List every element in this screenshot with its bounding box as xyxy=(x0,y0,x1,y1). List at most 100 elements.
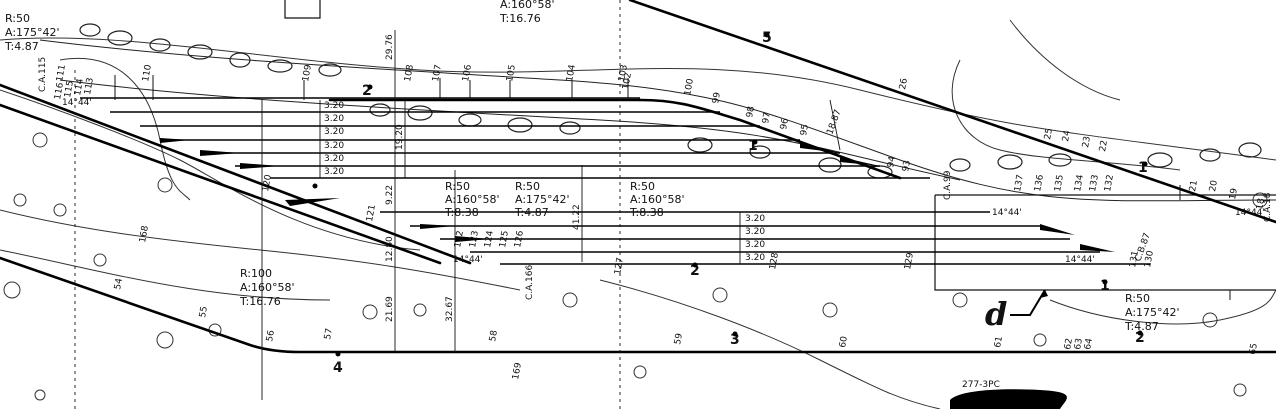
mark-1: 1 xyxy=(1138,160,1148,176)
rock-band xyxy=(39,23,1276,202)
mark-dots xyxy=(312,32,1148,357)
vegetation-symbols xyxy=(3,132,1268,401)
curve-7-a: A:175°42' xyxy=(1125,306,1180,319)
station-number: 56 xyxy=(265,329,277,342)
curve-label-2: A:160°58' T:16.76 xyxy=(499,0,555,25)
yard-tracks-upper xyxy=(80,97,930,179)
station-number: 127 xyxy=(613,257,626,276)
ca-label: C.A.18 xyxy=(1263,192,1273,222)
spacing-lower: 3.20 3.20 3.20 3.20 xyxy=(745,214,765,263)
ca-label: C.A.99 xyxy=(943,170,953,200)
curve-7-t: T:4.87 xyxy=(1124,320,1159,333)
dim-19: 19.20 xyxy=(395,124,405,150)
dim-21: 21.69 xyxy=(385,296,395,322)
curve-label-6: R:100 A:160°58' T:16.76 xyxy=(239,267,295,308)
station-number: 26 xyxy=(898,77,910,90)
station-number: 65 xyxy=(1248,343,1260,356)
curve-3-t: T:8.38 xyxy=(444,206,479,219)
curve-label-5: R:50 A:160°58' T:8.38 xyxy=(629,180,685,219)
station-number: 102 xyxy=(621,72,634,91)
station-number: 60 xyxy=(838,335,850,348)
station-number: 61 xyxy=(993,336,1005,349)
station-number: 57 xyxy=(323,328,335,341)
station-number: 22 xyxy=(1098,140,1110,153)
station-number: 136 xyxy=(1033,174,1046,193)
station-number: 128 xyxy=(768,252,781,271)
station-number: 54 xyxy=(113,277,125,290)
station-number: 120 xyxy=(261,174,274,193)
station-number: 168 xyxy=(138,225,151,244)
yard-tracks-lower xyxy=(380,211,1150,265)
dimension-lines xyxy=(74,0,841,409)
station-number: 59 xyxy=(673,332,685,345)
spacing-label: 3.20 xyxy=(745,227,765,237)
station-number: 98 xyxy=(745,105,757,118)
curve-5-r: R:50 xyxy=(630,180,655,193)
curve-1-a: A:175°42' xyxy=(5,26,60,39)
station-building xyxy=(284,0,1276,291)
station-number: 93 xyxy=(901,160,913,173)
spacing-label: 3.20 xyxy=(324,154,344,164)
station-ticks xyxy=(114,75,1231,300)
stamp: 277-3PC xyxy=(950,380,1067,409)
stamp-label: 277-3PC xyxy=(962,380,1000,390)
curve-5-t: T:8.38 xyxy=(629,206,664,219)
curve-6-t: T:16.76 xyxy=(239,295,281,308)
station-number: 113 xyxy=(83,77,96,96)
station-number: 116 xyxy=(53,82,66,101)
station-number: 129 xyxy=(903,252,916,271)
station-number: 137 xyxy=(1013,174,1026,193)
dim-9: 9.22 xyxy=(385,185,395,205)
station-number: 130 xyxy=(1143,250,1156,269)
dim-12: 12.80 xyxy=(385,236,395,262)
station-number: 114 xyxy=(73,78,86,97)
station-number: 95 xyxy=(799,124,811,137)
terrain-contours xyxy=(0,19,1276,409)
curve-3-r: R:50 xyxy=(445,180,470,193)
curve-1-r: R:50 xyxy=(5,12,30,25)
spacing-label: 3.20 xyxy=(745,214,765,224)
station-number: 121 xyxy=(365,204,378,223)
station-number: 122 xyxy=(453,230,466,249)
station-number: 134 xyxy=(1073,174,1086,193)
angle-label: 14°44' xyxy=(1235,208,1265,218)
station-number: 106 xyxy=(461,64,474,83)
spacing-label: 3.20 xyxy=(324,101,344,111)
mark-2: 2 xyxy=(362,83,372,99)
angle-label: 14°44' xyxy=(1065,255,1095,265)
spacing-label: 3.20 xyxy=(324,127,344,137)
curve-6-a: A:160°58' xyxy=(240,281,295,294)
curve-2-a: A:160°58' xyxy=(500,0,555,11)
dim-18: 18.87 xyxy=(825,108,843,136)
track-marks: 2 1 1 2 1 2 3 4 5 xyxy=(333,30,1148,376)
angle-labels: 14°44' 14°44' 14°44' 14°44' 14°44' xyxy=(62,98,1265,265)
curve-4-a: A:175°42' xyxy=(515,193,570,206)
station-number: 169 xyxy=(511,362,524,381)
switch-frogs xyxy=(160,138,1115,252)
section-arrow xyxy=(1010,289,1046,316)
station-number: 21 xyxy=(1188,180,1200,193)
station-number: 100 xyxy=(683,78,696,97)
station-number: 19 xyxy=(1228,187,1240,200)
curve-label-7: R:50 A:175°42' T:4.87 xyxy=(1124,292,1180,333)
station-number: 107 xyxy=(431,64,444,83)
station-number: 97 xyxy=(761,112,773,125)
station-number: 123 xyxy=(468,230,481,249)
spacing-label: 3.20 xyxy=(745,240,765,250)
station-number: 111 xyxy=(55,64,68,83)
spacing-label: 3.20 xyxy=(745,253,765,263)
station-number: 108 xyxy=(403,64,416,83)
spacing-label: 3.20 xyxy=(324,141,344,151)
ca-label: C.A.166 xyxy=(525,265,535,300)
mark-3: 3 xyxy=(730,332,740,348)
station-number: 24 xyxy=(1061,129,1073,142)
main-lines xyxy=(0,0,1276,354)
station-number: 55 xyxy=(198,306,210,319)
station-number: 133 xyxy=(1088,174,1101,193)
station-number: 25 xyxy=(1043,128,1055,141)
vertical-dimensions: 29.76 19.20 9.22 12.80 21.69 32.67 41.22… xyxy=(385,34,844,322)
curve-label-3: R:50 A:160°58' T:8.38 xyxy=(444,180,500,219)
station-number: 115 xyxy=(63,80,76,99)
station-number: 109 xyxy=(301,64,314,83)
